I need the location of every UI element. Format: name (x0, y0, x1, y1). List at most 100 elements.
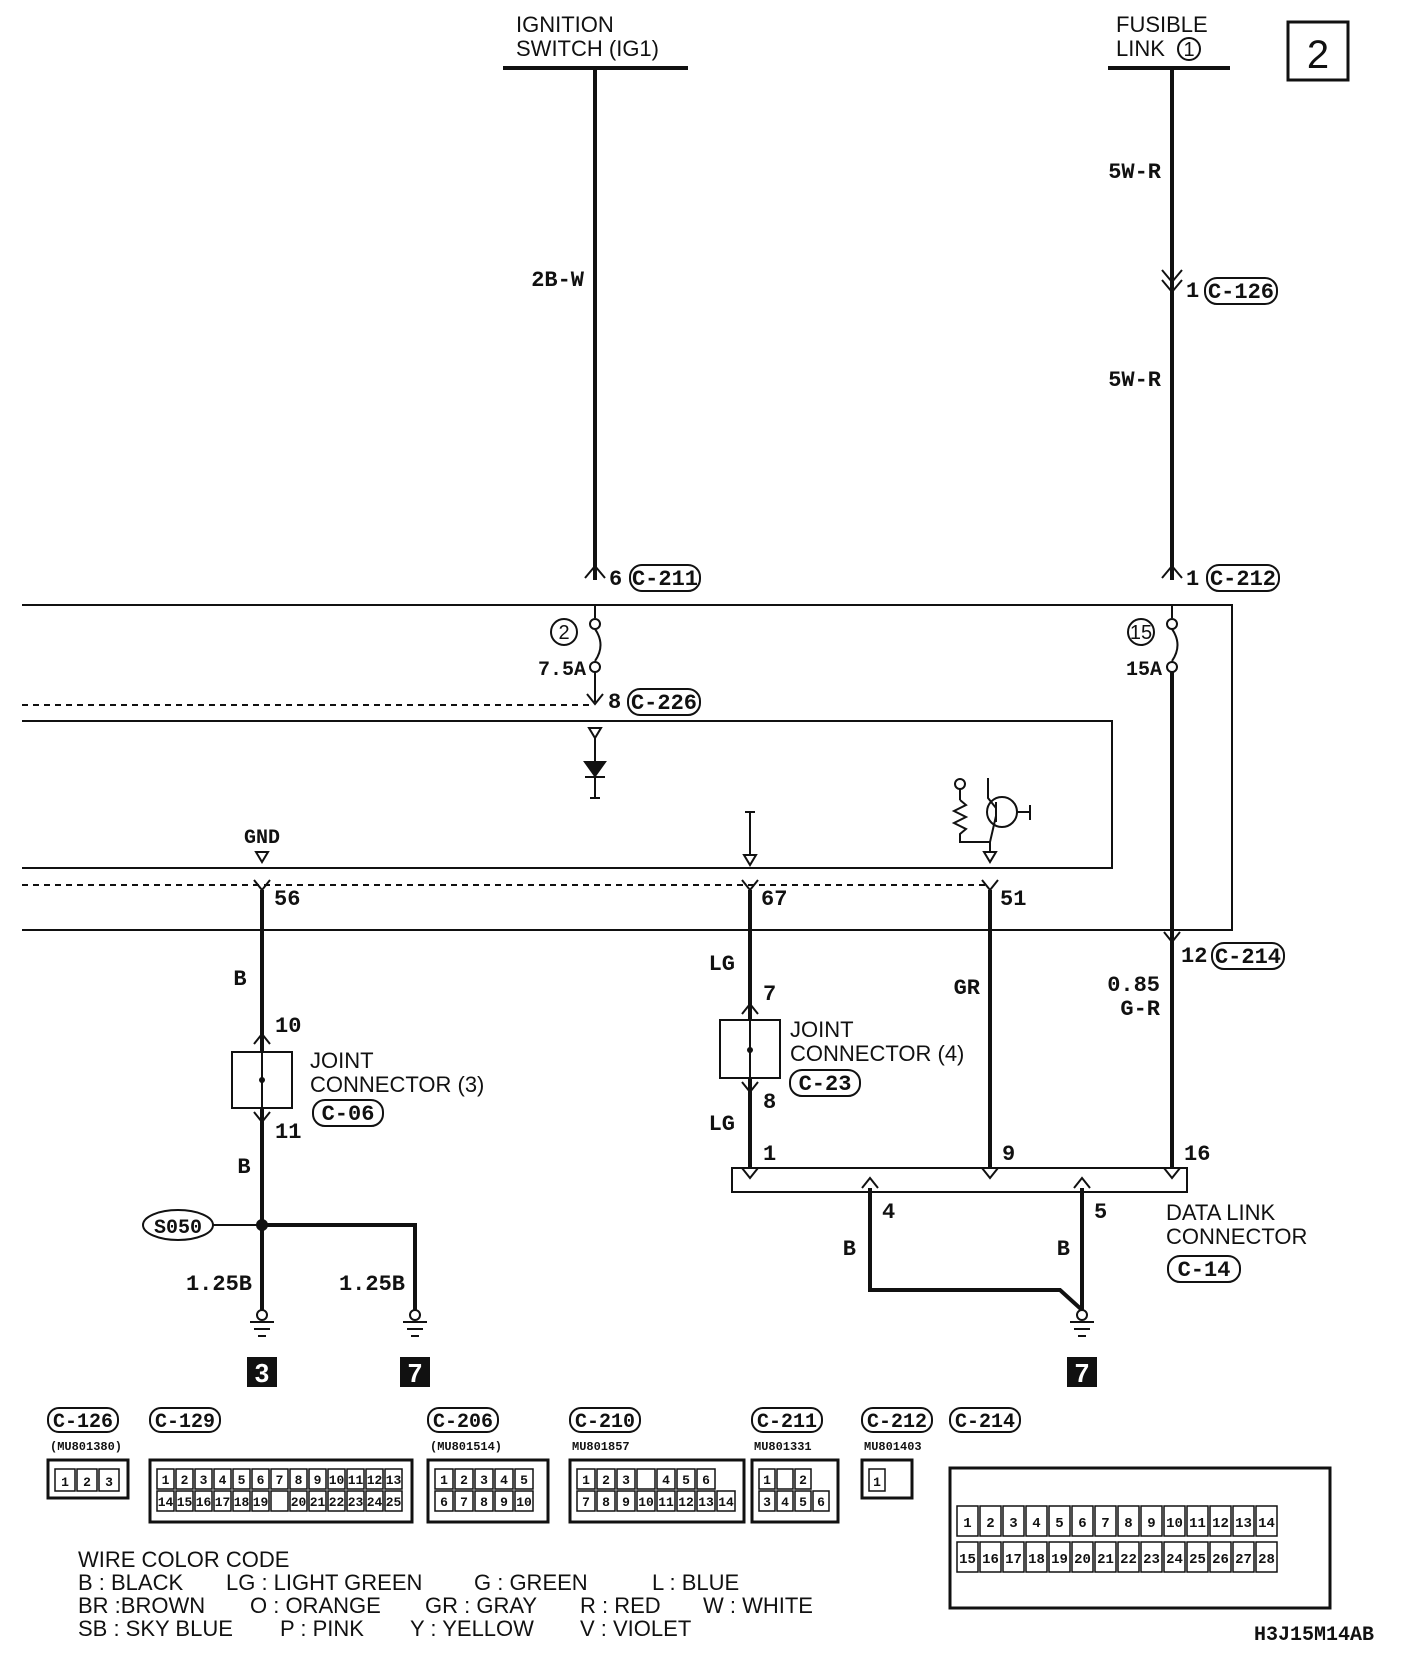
connector-view-pin-c-214: 11 (1189, 1516, 1206, 1532)
connector-view-pin-c-214: 4 (1032, 1516, 1040, 1532)
connector-view-pin-c-214: 22 (1120, 1552, 1137, 1568)
c14-pill (1167, 1255, 1241, 1283)
connector-view-cell-c-210 (616, 1468, 636, 1490)
connector-view-cell-c-214 (1209, 1505, 1232, 1537)
connector-view-cell-c-129 (346, 1468, 365, 1490)
connector-view-cell-c-211 (776, 1468, 794, 1490)
connector-view-cell-c-210 (716, 1490, 736, 1512)
dlc-label-1: DATA LINK (1166, 1200, 1276, 1225)
connector-view-pin-c-129: 23 (348, 1495, 364, 1510)
ecu-gnd-pin: 56 (274, 887, 300, 912)
wire-color-code-line-2: BR :BROWN O : ORANGE GR : GRAY R : RED W… (78, 1593, 813, 1618)
gnd-wire-color-upper: B (233, 967, 246, 992)
connector-view-cell-c-129 (289, 1490, 308, 1512)
connector-view-cell-c-214 (1163, 1541, 1186, 1573)
fuse2-number-circle (550, 618, 578, 646)
connector-view-pin-c-214: 8 (1124, 1516, 1132, 1532)
wcc-l: L : BLUE (652, 1570, 739, 1595)
connector-view-pin-c-214: 27 (1235, 1552, 1252, 1568)
connector-view-cell-c-129 (232, 1490, 251, 1512)
connector-view-cell-c-214 (1071, 1505, 1094, 1537)
connector-view-cell-c-212 (868, 1468, 886, 1492)
connector-view-pin-c-211: 5 (799, 1495, 807, 1510)
connector-view-pin-c-129: 17 (215, 1495, 231, 1510)
ground-symbol-mid (403, 1309, 427, 1337)
connector-view-pin-c-214: 17 (1005, 1552, 1022, 1568)
diode-symbol (583, 761, 607, 778)
ground-ref-7-box-b (1067, 1357, 1097, 1387)
diode-input-arrow (587, 727, 603, 740)
connector-view-pin-c-214: 20 (1074, 1552, 1091, 1568)
connector-view-pin-c-129: 13 (386, 1473, 402, 1488)
connector-view-cell-c-129 (365, 1490, 384, 1512)
c226-pill (627, 688, 701, 716)
connector-view-pin-c-126: 1 (61, 1475, 69, 1490)
wire-color-code-line-3: SB : SKY BLUE P : PINK Y : YELLOW V : VI… (78, 1616, 691, 1641)
connector-view-id-c-211: C-211 (757, 1411, 817, 1434)
c06-label: C-06 (322, 1102, 375, 1127)
connector-view-cell-c-126 (76, 1468, 98, 1492)
connector-view-pin-c-210: 9 (622, 1495, 630, 1510)
wcc-b: B : BLACK (78, 1570, 183, 1595)
connector-view-cell-c-206 (494, 1468, 514, 1490)
connector-view-cell-c-214 (1048, 1505, 1071, 1537)
connector-view-pin-c-210: 7 (582, 1495, 590, 1510)
dlc-pin-4: 4 (882, 1200, 895, 1225)
ig1-wire-color: 2B-W (531, 268, 585, 293)
connector-view-pill-c-210 (569, 1407, 641, 1433)
connector-view-cell-c-129 (251, 1490, 270, 1512)
dlc-gr-color: G-R (1120, 997, 1160, 1022)
gnd-label: GND (244, 827, 280, 850)
dlc-b-left: B (843, 1237, 856, 1262)
c214-pill (1211, 942, 1285, 970)
connector-view-cell-c-210 (696, 1490, 716, 1512)
connector-view-pin-c-214: 3 (1009, 1516, 1017, 1532)
transistor-leads (987, 778, 1031, 843)
fuse15-element (1171, 628, 1179, 662)
connector-view-cell-c-126 (98, 1468, 120, 1492)
jc4-out-pin: 8 (763, 1090, 776, 1115)
fuse15-pin-top (1166, 618, 1178, 630)
connector-view-cell-c-210 (696, 1468, 716, 1490)
connector-view-pin-c-129: 5 (238, 1473, 246, 1488)
connector-view-cell-c-206 (434, 1468, 454, 1490)
connector-view-pin-c-129: 14 (158, 1495, 174, 1510)
connector-view-pill-c-126 (47, 1407, 119, 1433)
connector-view-pin-c-214: 6 (1078, 1516, 1086, 1532)
connector-view-cell-c-129 (194, 1490, 213, 1512)
connector-view-cell-c-210 (576, 1468, 596, 1490)
connector-view-part-c-206: (MU801514) (430, 1440, 502, 1454)
c214-label: C-214 (1215, 945, 1281, 970)
fusible-link-number: 1 (1183, 39, 1194, 61)
connector-view-pin-c-206: 8 (480, 1495, 488, 1510)
connector-view-cell-c-129 (346, 1490, 365, 1512)
connector-view-pin-c-210: 5 (682, 1473, 690, 1488)
jc3-label-1: JOINT (310, 1048, 374, 1073)
connector-view-pin-c-129: 12 (367, 1473, 383, 1488)
connector-view-body-c-214 (948, 1466, 1332, 1610)
connector-view-pill-c-129 (149, 1407, 221, 1433)
c23-pill (789, 1069, 861, 1097)
dlc-pin-1: 1 (763, 1142, 776, 1167)
connector-view-part-c-210: MU801857 (572, 1440, 630, 1454)
fuse2-element (594, 628, 602, 662)
wcc-o: O : ORANGE (250, 1593, 381, 1618)
connector-view-cell-c-214 (1002, 1505, 1025, 1537)
connector-view-id-c-214: C-214 (955, 1411, 1015, 1434)
connector-view-cell-c-211 (794, 1490, 812, 1512)
connector-view-pin-c-214: 24 (1166, 1552, 1183, 1568)
jc4-label-2: CONNECTOR (4) (790, 1041, 964, 1066)
connector-view-pin-c-214: 13 (1235, 1516, 1252, 1532)
connector-view-pin-c-129: 20 (291, 1495, 307, 1510)
connector-view-cell-c-126 (54, 1468, 76, 1492)
wcc-g: G : GREEN (474, 1570, 588, 1595)
c126-terminal (1161, 269, 1183, 294)
fusible-link-label-1: FUSIBLE (1116, 12, 1208, 37)
ground-symbol-right (1070, 1309, 1094, 1337)
c212-pill (1206, 564, 1280, 592)
connector-view-pin-c-210: 6 (702, 1473, 710, 1488)
ground-ref-3: 3 (255, 1358, 269, 1388)
ground-ref-7-box-a (400, 1357, 430, 1387)
